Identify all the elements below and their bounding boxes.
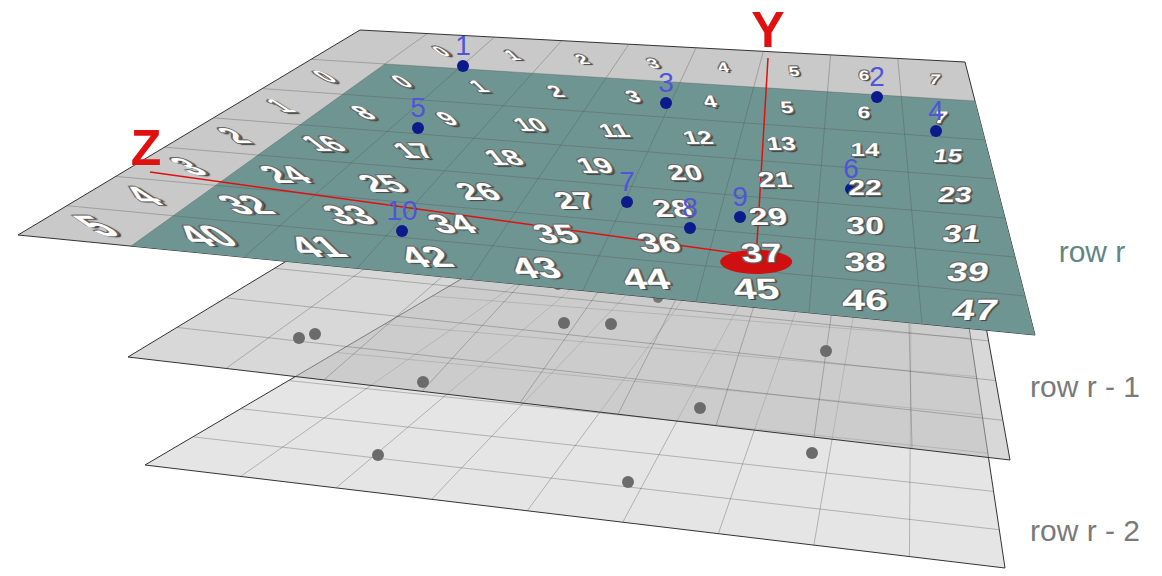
cell-number: 13 xyxy=(765,134,797,153)
grid-line xyxy=(213,118,995,179)
point xyxy=(605,318,617,330)
plane xyxy=(18,30,1035,335)
column-index: 6 xyxy=(859,69,870,83)
column-index: 7 xyxy=(928,73,941,87)
cell-number: 31 xyxy=(941,221,983,245)
grid-line xyxy=(262,89,985,140)
grid-line xyxy=(809,55,831,313)
callout-dot xyxy=(871,91,883,103)
cell-number: 21 xyxy=(756,169,793,191)
callout-dot xyxy=(684,222,696,234)
point xyxy=(694,402,706,414)
grid-line xyxy=(244,37,494,257)
grid-line xyxy=(67,206,1025,296)
point xyxy=(806,447,818,459)
layer-label: row r xyxy=(1059,237,1126,267)
plane-row-r xyxy=(18,30,1035,335)
cell-number: 6 xyxy=(858,104,871,121)
callout-number: 10 xyxy=(386,197,417,225)
callout-dot xyxy=(412,122,424,134)
axes xyxy=(150,58,792,274)
point xyxy=(622,476,634,488)
axis-label: Z xyxy=(131,123,162,173)
point xyxy=(820,345,832,357)
cell-number: 47 xyxy=(950,295,1001,325)
axis-label: Y xyxy=(751,5,784,55)
z-axis xyxy=(150,172,756,256)
cell-number: 12 xyxy=(680,128,716,147)
callout-number: 8 xyxy=(682,194,698,222)
callout-dot xyxy=(930,125,942,137)
cell-number: 45 xyxy=(730,274,781,304)
cell-number: 23 xyxy=(936,184,973,206)
point xyxy=(293,332,305,344)
point xyxy=(417,376,429,388)
callout-number: 1 xyxy=(455,32,471,60)
callout-number: 3 xyxy=(658,69,674,97)
cell-number: 39 xyxy=(945,258,991,285)
column-index: 5 xyxy=(787,64,800,78)
teal-region xyxy=(131,64,1035,335)
grid-line xyxy=(116,176,1015,257)
cell-number: 37 xyxy=(739,239,785,266)
layer-label: row r - 2 xyxy=(1030,516,1140,546)
callout-dot xyxy=(734,211,746,223)
point xyxy=(558,317,570,329)
callout-number: 9 xyxy=(732,183,748,211)
cell-number: 38 xyxy=(845,249,886,276)
callout-number: 7 xyxy=(619,168,635,196)
callout-number: 4 xyxy=(928,97,944,125)
callout-dot xyxy=(621,196,633,208)
callout-dot xyxy=(396,225,408,237)
grid-line xyxy=(131,34,427,247)
cell-number: 20 xyxy=(664,162,705,184)
callout-number: 2 xyxy=(869,63,885,91)
callout-dot xyxy=(457,60,469,72)
callout-dot xyxy=(660,97,672,109)
callout-number: 5 xyxy=(410,94,426,122)
point xyxy=(372,449,384,461)
cell-number: 46 xyxy=(843,285,889,315)
cell-number: 15 xyxy=(932,147,964,166)
callout-number: 6 xyxy=(843,155,859,183)
grid-line xyxy=(470,44,629,279)
layer-label: row r - 1 xyxy=(1030,372,1140,402)
cell-number: 29 xyxy=(747,204,789,228)
grid-line xyxy=(177,327,1003,420)
grid-line xyxy=(193,437,999,530)
grid-line xyxy=(357,41,562,269)
cell-number: 30 xyxy=(846,213,884,237)
point xyxy=(309,328,321,340)
